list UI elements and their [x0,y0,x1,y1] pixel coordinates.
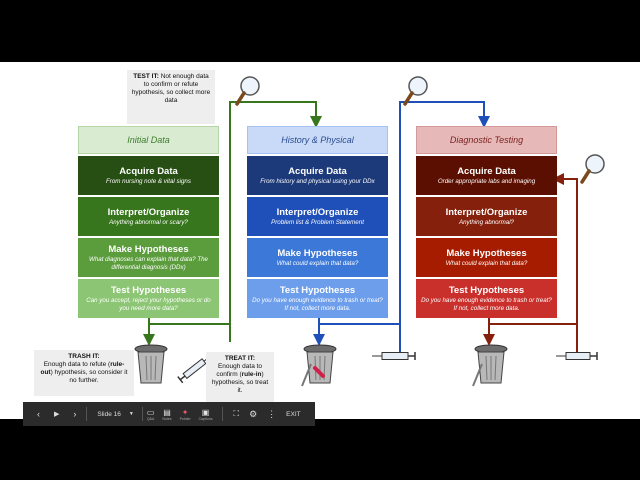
trash-it-note: TRASH IT: Enough data to refute (rule-ou… [34,350,134,396]
step-title: Interpret/Organize [445,206,528,218]
magnifier-icon [403,76,428,106]
step-acquire-data: Acquire Data Order appropriate labs and … [416,156,557,195]
step-description: Do you have enough evidence to trash or … [421,297,552,312]
laser-icon: ✦ [181,407,189,417]
exit-button[interactable]: EXIT [286,410,301,418]
step-make-hypotheses: Make Hypotheses What could explain that … [416,238,557,277]
step-interpret-organize: Interpret/Organize Problem list & Proble… [247,197,388,236]
trash-can-icon [134,344,168,384]
test-it-note: TEST IT: Not enough data to confirm or r… [127,70,215,124]
step-description: Do you have enough evidence to trash or … [252,297,383,312]
step-description: Problem list & Problem Statement [271,218,364,226]
trash-can-icon [301,344,337,387]
step-make-hypotheses: Make Hypotheses What diagnoses can expla… [78,238,219,277]
syringe-icon [372,352,416,360]
captions-icon: ▣ [201,407,210,417]
step-description: From history and physical using your DDx [260,177,375,185]
toolbar-btn-captions[interactable]: ▣ Captions [199,408,213,421]
step-description: What could explain that data? [276,259,359,267]
column-header: Diagnostic Testing [416,126,557,154]
step-acquire-data: Acquire Data From nursing note & vital s… [78,156,219,195]
treat-it-note: TREAT IT: Enough data to confirm (rule-i… [206,352,274,404]
test-it-heading: TEST IT: [133,73,159,80]
syringe-icon [556,352,598,360]
toolbar-divider [86,407,88,421]
play-icon[interactable]: ▶ [54,411,60,418]
column-header: History & Physical [247,126,388,154]
comment-icon: ▤ [163,407,171,417]
step-description: What could explain that data? [445,259,528,267]
trash-it-heading: TRASH IT: [68,353,100,360]
step-title: Make Hypotheses [446,247,527,259]
step-test-hypotheses: Test Hypotheses Do you have enough evide… [416,279,557,318]
magnifier-icon [580,154,605,184]
treat-it-body-pre: Enough data to confirm ( [216,363,263,378]
toolbar-btn-label: Captions [198,416,213,421]
next-slide-icon[interactable]: › [73,409,77,419]
step-title: Acquire Data [457,165,516,177]
step-title: Acquire Data [288,165,347,177]
step-interpret-organize: Interpret/Organize Anything abnormal or … [78,197,219,236]
gear-icon[interactable]: ⚙ [249,408,258,419]
chevron-down-icon[interactable]: ▼ [128,411,134,417]
step-test-hypotheses: Test Hypotheses Can you accept, reject y… [78,279,219,318]
toolbar-btn-notes[interactable]: ▤ Notes [162,408,171,421]
column-header: Initial Data [78,126,219,154]
step-test-hypotheses: Test Hypotheses Do you have enough evide… [247,279,388,318]
trash-can-icon [472,344,508,387]
toolbar-btn-label: Notes [162,416,172,421]
step-description: Can you accept, reject your hypotheses o… [86,297,211,312]
trash-it-keyword: rule-out [40,361,125,376]
treat-it-heading: TREAT IT: [224,355,256,362]
step-title: Interpret/Organize [276,206,359,218]
toolbar-btn-pointer[interactable]: ✦ Pointer [180,408,191,421]
more-options-icon[interactable]: ⋮ [267,408,277,419]
step-title: Acquire Data [119,165,178,177]
treat-it-body-post: ) hypothesis, so treat it. [211,371,269,394]
test-it-body: Not enough data to confirm or refute hyp… [131,73,211,104]
step-title: Test Hypotheses [110,285,187,296]
step-title: Interpret/Organize [107,206,190,218]
step-acquire-data: Acquire Data From history and physical u… [247,156,388,195]
trash-it-body-pre: Enough data to refute ( [43,361,111,368]
previous-slide-icon[interactable]: ‹ [37,409,40,419]
step-title: Test Hypotheses [448,285,525,296]
step-description: Anything abnormal? [458,218,515,226]
step-make-hypotheses: Make Hypotheses What could explain that … [247,238,388,277]
trash-it-body-post: ) hypothesis, so consider it no further. [50,369,128,384]
column-history-physical: History & Physical Acquire Data From his… [247,126,388,318]
step-description: From nursing note & vital signs [106,177,191,185]
step-title: Test Hypotheses [279,285,356,296]
magnifier-icon [235,76,260,106]
step-title: Make Hypotheses [277,247,358,259]
toolbar-divider [222,407,224,421]
step-interpret-organize: Interpret/Organize Anything abnormal? [416,197,557,236]
treat-it-keyword: rule-in [241,371,262,378]
toolbar-btn-qa[interactable]: ▭ Q&A [147,408,155,421]
slide-selector[interactable]: Slide 16 [97,410,121,418]
present-icon: ▭ [146,407,155,417]
toolbar-btn-label: Q&A [146,416,155,421]
step-description: Anything abnormal or scary? [109,218,188,226]
toolbar-btn-label: Pointer [179,416,191,421]
fullscreen-icon[interactable]: ⛶ [233,409,240,418]
step-title: Make Hypotheses [108,244,189,255]
column-initial-data: Initial Data Acquire Data From nursing n… [78,126,219,318]
step-description: Order appropriate labs and imaging [437,177,536,185]
presenter-toolbar: ‹ ▶ › Slide 16 ▼ ▭ Q&A ▤ Notes ✦ Pointer… [23,402,315,426]
slide-canvas: TEST IT: Not enough data to confirm or r… [0,62,640,419]
column-diagnostic-testing: Diagnostic Testing Acquire Data Order ap… [416,126,557,318]
toolbar-divider [141,407,143,421]
step-description: What diagnoses can explain that data? Th… [88,256,209,271]
